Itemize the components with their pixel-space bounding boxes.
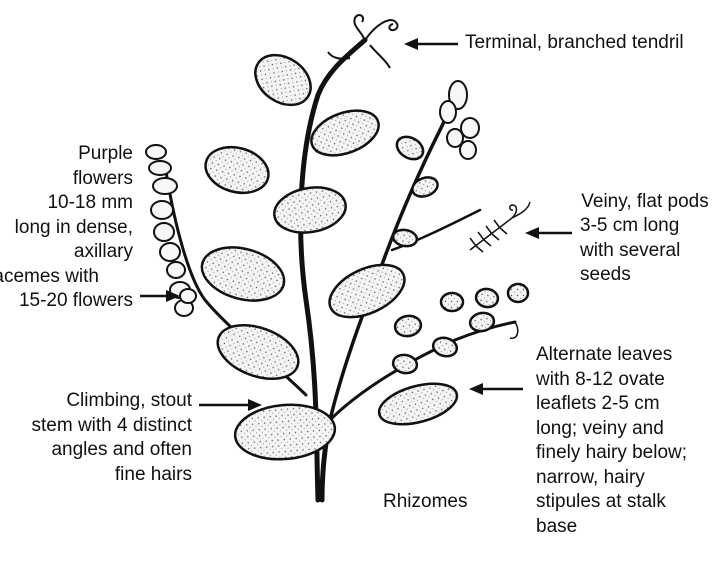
leaves-line: leaflets 2-5 cm [536,392,687,417]
leaves-line: finely hairy below; [536,441,687,466]
stem-line: fine hairs [32,463,193,488]
arrow-stem [199,399,262,411]
pods-label-body: 3-5 cm long with several seeds [580,214,680,288]
leaves-label: Alternate leaves with 8-12 ovate leaflet… [536,343,687,539]
leaves-line: stipules at stalk [536,490,687,515]
pods-line: 3-5 cm long [580,214,680,239]
stem-line: stem with 4 distinct [32,414,193,439]
pods-label: Veiny, flat pods [570,190,720,215]
flowers-line: flowers [0,167,133,192]
leaves-line: with 8-12 ovate [536,368,687,393]
arrow-leaves [469,383,523,395]
flower-raceme-right [440,81,479,159]
tendril-line: Terminal, branched tendril [465,31,684,56]
arrow-pods [525,227,572,239]
leaves-line: base [536,515,687,540]
stem-label: Climbing, stout stem with 4 distinct ang… [32,389,193,487]
arrows [140,38,572,411]
flowers-line: Purple [0,142,133,167]
leaf-tendril [510,322,518,338]
leaves-line: Alternate leaves [536,343,687,368]
leaves-line: narrow, hairy [536,466,687,491]
leaves-line: long; veiny and [536,417,687,442]
tendril-label: Terminal, branched tendril [465,31,684,56]
rhizomes-label: Rhizomes [383,490,467,515]
flowers-line: 15-20 flowers [0,289,133,314]
flowers-line: 10-18 mm [0,191,133,216]
flower-raceme [146,145,196,316]
arrow-tendril [404,38,458,50]
pods-line: with several [580,239,680,264]
flowers-label: Purple flowers 10-18 mm long in dense, a… [0,142,133,314]
flowers-line: racemes with [0,265,133,290]
pods-line: Veiny, flat pods [570,190,720,215]
pods-line: seeds [580,263,680,288]
stem-line: Climbing, stout [32,389,193,414]
rhizomes-line: Rhizomes [383,490,467,515]
flowers-line: axillary [0,240,133,265]
leaves-group [196,45,528,463]
stem-line: angles and often [32,438,193,463]
flowers-line: long in dense, [0,216,133,241]
